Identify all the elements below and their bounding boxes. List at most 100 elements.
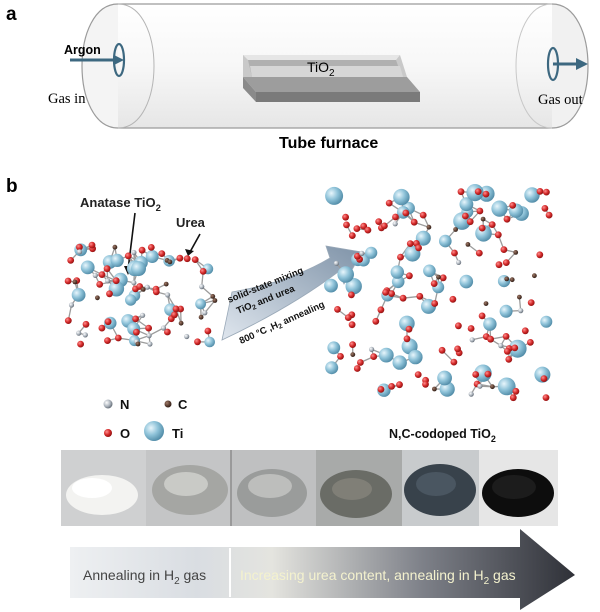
oxygen-atom bbox=[158, 250, 166, 257]
titanium-atom bbox=[415, 230, 431, 246]
titanium-atom bbox=[423, 264, 436, 278]
oxygen-atom bbox=[521, 327, 529, 335]
oxygen-atom bbox=[337, 353, 344, 360]
nitrogen-atom bbox=[333, 260, 339, 266]
oxygen-atom bbox=[410, 218, 418, 226]
oxygen-atom bbox=[457, 188, 465, 196]
carbon-atom bbox=[210, 294, 216, 299]
nitrogen-atom bbox=[146, 333, 152, 339]
titanium-atom bbox=[390, 265, 404, 279]
product-label: N,C-codoped TiO2 bbox=[389, 427, 496, 444]
oxygen-atom bbox=[77, 340, 84, 348]
oxygen-atom bbox=[430, 280, 438, 287]
oxygen-atom bbox=[536, 251, 544, 259]
oxygen-atom bbox=[334, 306, 341, 313]
carbon-atom bbox=[350, 352, 356, 357]
titanium-atom bbox=[437, 370, 452, 386]
titanium-atom bbox=[71, 288, 86, 302]
oxygen-atom bbox=[482, 190, 490, 198]
oxygen-atom bbox=[541, 205, 549, 212]
oxygen-atom bbox=[527, 299, 535, 306]
titanium-atom bbox=[459, 274, 474, 289]
oxygen-atom bbox=[449, 295, 457, 303]
oxygen-atom bbox=[540, 375, 548, 382]
oxygen-atom bbox=[348, 291, 355, 299]
nitrogen-atom bbox=[498, 343, 504, 349]
panel-b-label: b bbox=[6, 176, 18, 197]
oxygen-atom bbox=[406, 272, 413, 280]
titanium-atom bbox=[131, 261, 146, 277]
oxygen-atom bbox=[342, 213, 349, 221]
oxygen-atom bbox=[96, 281, 104, 288]
nitrogen-atom bbox=[199, 284, 205, 290]
carbon-atom bbox=[432, 386, 437, 392]
oxygen-atom bbox=[439, 274, 447, 282]
nitrogen-atom bbox=[140, 312, 146, 318]
oxygen-atom bbox=[402, 209, 410, 217]
boat-label: TiO2 bbox=[307, 59, 335, 79]
titanium-atom bbox=[345, 278, 362, 295]
carbon-atom bbox=[480, 216, 486, 222]
oxygen-atom bbox=[133, 328, 140, 336]
titanium-atom bbox=[378, 347, 394, 363]
oxygen-atom bbox=[403, 335, 411, 343]
tube-furnace-caption: Tube furnace bbox=[279, 135, 378, 152]
urea-label: Urea bbox=[176, 215, 206, 230]
titanium-atom bbox=[327, 341, 341, 355]
titanium-atom bbox=[392, 355, 407, 370]
oxygen-atom bbox=[64, 277, 72, 285]
gas-in-label: Gas in bbox=[48, 91, 86, 107]
carbon-atom bbox=[509, 277, 515, 283]
oxygen-atom bbox=[414, 371, 422, 378]
sample-photos bbox=[61, 450, 558, 526]
oxygen-atom bbox=[124, 252, 132, 260]
oxygen-atom bbox=[171, 311, 178, 319]
oxygen-atom bbox=[500, 246, 508, 254]
oxygen-atom bbox=[451, 249, 458, 257]
oxygen-atom bbox=[503, 347, 511, 355]
oxygen-atom bbox=[502, 259, 510, 266]
oxygen-atom bbox=[494, 231, 502, 239]
carbon-atom bbox=[135, 341, 141, 347]
nitrogen-atom bbox=[77, 249, 83, 255]
titanium-atom bbox=[337, 266, 355, 283]
oxygen-atom bbox=[191, 256, 199, 263]
carbon-atom bbox=[112, 244, 118, 250]
oxygen-atom bbox=[415, 244, 422, 252]
oxygen-atom bbox=[505, 356, 513, 363]
oxygen-atom bbox=[397, 253, 404, 261]
oxygen-atom bbox=[476, 207, 484, 215]
nitrogen-atom bbox=[359, 250, 365, 256]
nitrogen-atom bbox=[82, 332, 88, 338]
carbon-atom bbox=[426, 224, 432, 230]
oxygen-atom bbox=[474, 188, 482, 196]
oxygen-atom bbox=[348, 321, 356, 329]
oxygen-atom bbox=[357, 359, 364, 366]
oxygen-atom bbox=[536, 188, 544, 195]
carbon-atom bbox=[517, 294, 522, 300]
atom-legend: N C O Ti bbox=[103, 397, 188, 441]
oxygen-atom bbox=[164, 328, 171, 336]
oxygen-atom bbox=[88, 241, 96, 249]
oxygen-atom bbox=[392, 213, 399, 221]
nitrogen-atom bbox=[369, 346, 375, 352]
oxygen-atom bbox=[478, 224, 486, 232]
oxygen-atom bbox=[147, 244, 155, 251]
oxygen-atom bbox=[405, 325, 413, 333]
titanium-atom bbox=[125, 294, 137, 306]
titanium-atom bbox=[524, 187, 540, 203]
nitrogen-atom bbox=[131, 280, 137, 286]
oxygen-atom bbox=[370, 353, 378, 360]
oxygen-atom bbox=[511, 344, 519, 352]
nitrogen-atom bbox=[160, 325, 167, 331]
nitrogen-atom bbox=[144, 284, 150, 290]
oxygen-atom bbox=[545, 211, 553, 219]
gas-outlet bbox=[546, 46, 588, 82]
oxygen-atom bbox=[98, 271, 106, 278]
oxygen-atom bbox=[475, 249, 483, 257]
legend-oxygen-icon bbox=[104, 429, 112, 437]
nitrogen-atom bbox=[469, 337, 475, 343]
oxygen-atom bbox=[478, 312, 486, 320]
legend-o-label: O bbox=[120, 426, 130, 441]
oxygen-atom bbox=[377, 306, 385, 314]
